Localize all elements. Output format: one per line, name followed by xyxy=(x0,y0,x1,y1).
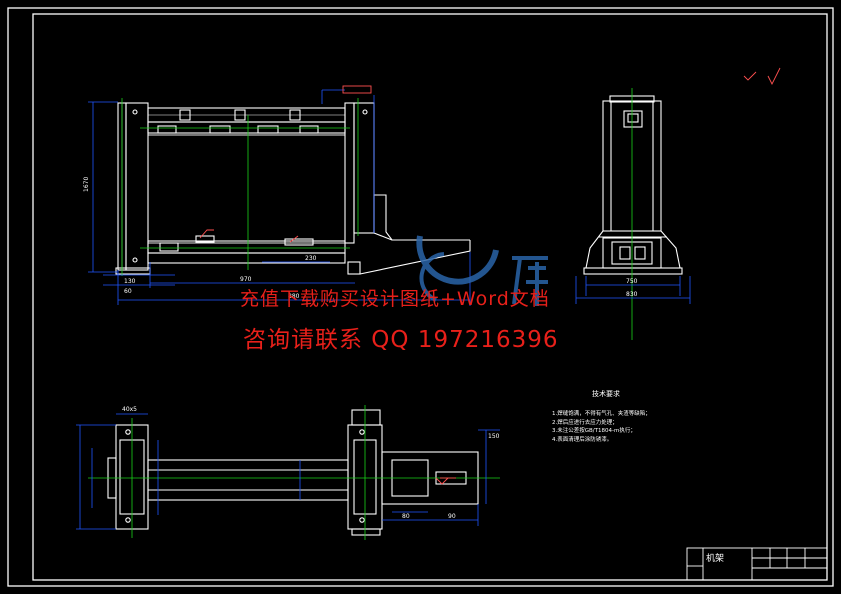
watermark-line2: 咨询请联系 QQ 197216396 xyxy=(243,327,559,353)
dim-side-width: 750 xyxy=(626,278,638,285)
dim-top-d: 150 xyxy=(488,433,500,440)
top-annotations xyxy=(435,477,456,485)
dim-top-b: 80 xyxy=(402,513,410,520)
note-item: 2.焊后应进行去应力处理； xyxy=(552,419,618,426)
outer-border xyxy=(7,7,834,587)
top-dimension-texts: 40x5 80 90 150 xyxy=(122,406,500,520)
dim-front-height: 1670 xyxy=(83,177,90,192)
dim-front-bottom-length: 970 xyxy=(240,276,252,283)
dim-side-base: 830 xyxy=(626,291,638,298)
roughness-symbol xyxy=(743,67,781,86)
front-dimensions xyxy=(88,89,471,306)
inner-border xyxy=(32,13,828,581)
title-block xyxy=(686,547,828,581)
side-dimensions xyxy=(575,276,691,304)
front-view xyxy=(115,102,471,275)
side-dimension-texts: 750 830 xyxy=(626,278,638,298)
dim-top-a: 40x5 xyxy=(122,406,137,413)
top-centerlines xyxy=(88,405,500,540)
dim-front-inner-length: 230 xyxy=(305,255,317,262)
front-centerlines xyxy=(121,98,359,276)
dim-front-base-left: 130 xyxy=(124,278,136,285)
dim-front-overall-length: 880 xyxy=(288,293,300,300)
technical-notes: 技术要求 1.焊缝饱满，不得有气孔、夹渣等缺陷； 2.焊后应进行去应力处理； 3… xyxy=(552,390,722,444)
note-item: 3.未注公差按GB/T1804-m执行； xyxy=(552,428,636,435)
top-dimensions xyxy=(76,413,500,530)
dim-top-c: 90 xyxy=(448,513,456,520)
dim-front-base-left2: 60 xyxy=(124,288,132,295)
title-block-title: 机架 xyxy=(706,554,725,564)
logo-watermark xyxy=(416,235,548,306)
top-view xyxy=(107,409,479,536)
side-view xyxy=(583,95,683,275)
note-item: 4.表面清理后涂防锈漆。 xyxy=(552,436,613,443)
front-annotations xyxy=(199,85,372,243)
watermark-line1: 充值下载购买设计图纸+Word文档 xyxy=(240,288,550,310)
front-dimension-texts: 1670 130 60 970 880 230 xyxy=(83,177,317,300)
note-item: 1.焊缝饱满，不得有气孔、夹渣等缺陷； xyxy=(552,411,651,417)
notes-title: 技术要求 xyxy=(592,390,620,398)
